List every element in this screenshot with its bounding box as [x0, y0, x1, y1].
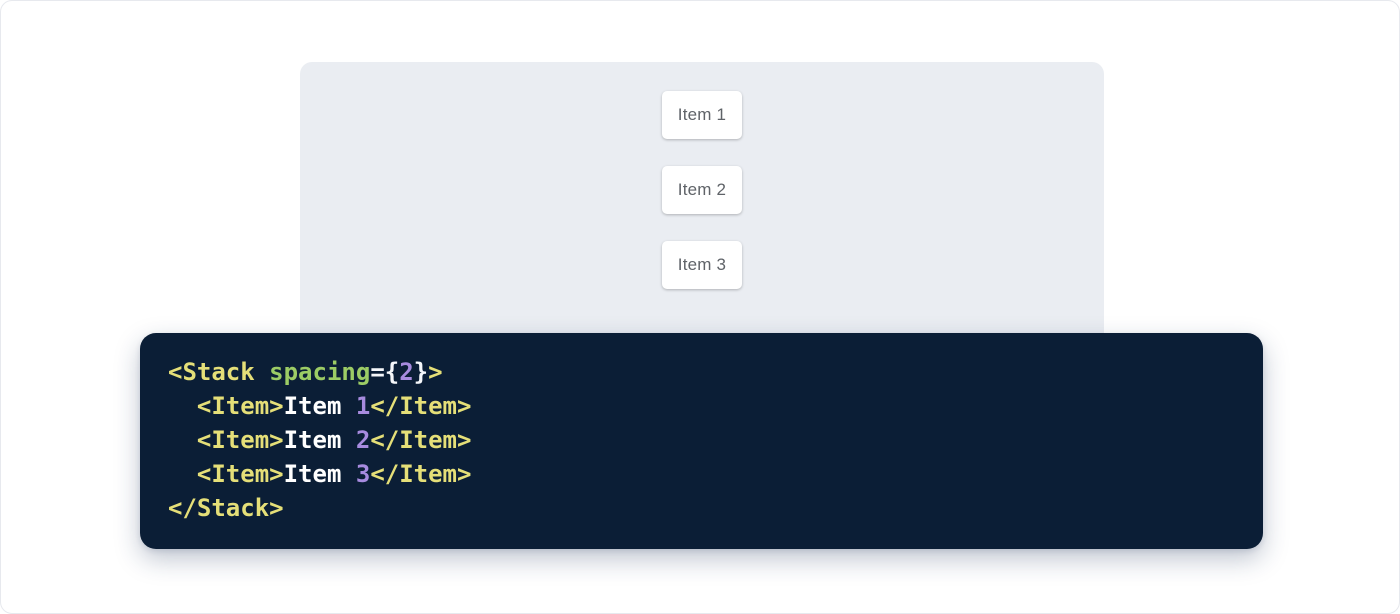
item-label: Item 3 [677, 255, 727, 274]
item-card: Item 1 [661, 91, 743, 139]
stack-demo-panel: Item 1 Item 2 Item 3 [300, 62, 1104, 362]
code-content: <Stack spacing={2}> <Item>Item 1</Item> … [168, 358, 472, 522]
item-label: Item 2 [677, 180, 727, 199]
item-card: Item 3 [661, 241, 743, 289]
item-card: Item 2 [661, 166, 743, 214]
item-label: Item 1 [677, 105, 727, 124]
code-block: <Stack spacing={2}> <Item>Item 1</Item> … [140, 333, 1263, 549]
